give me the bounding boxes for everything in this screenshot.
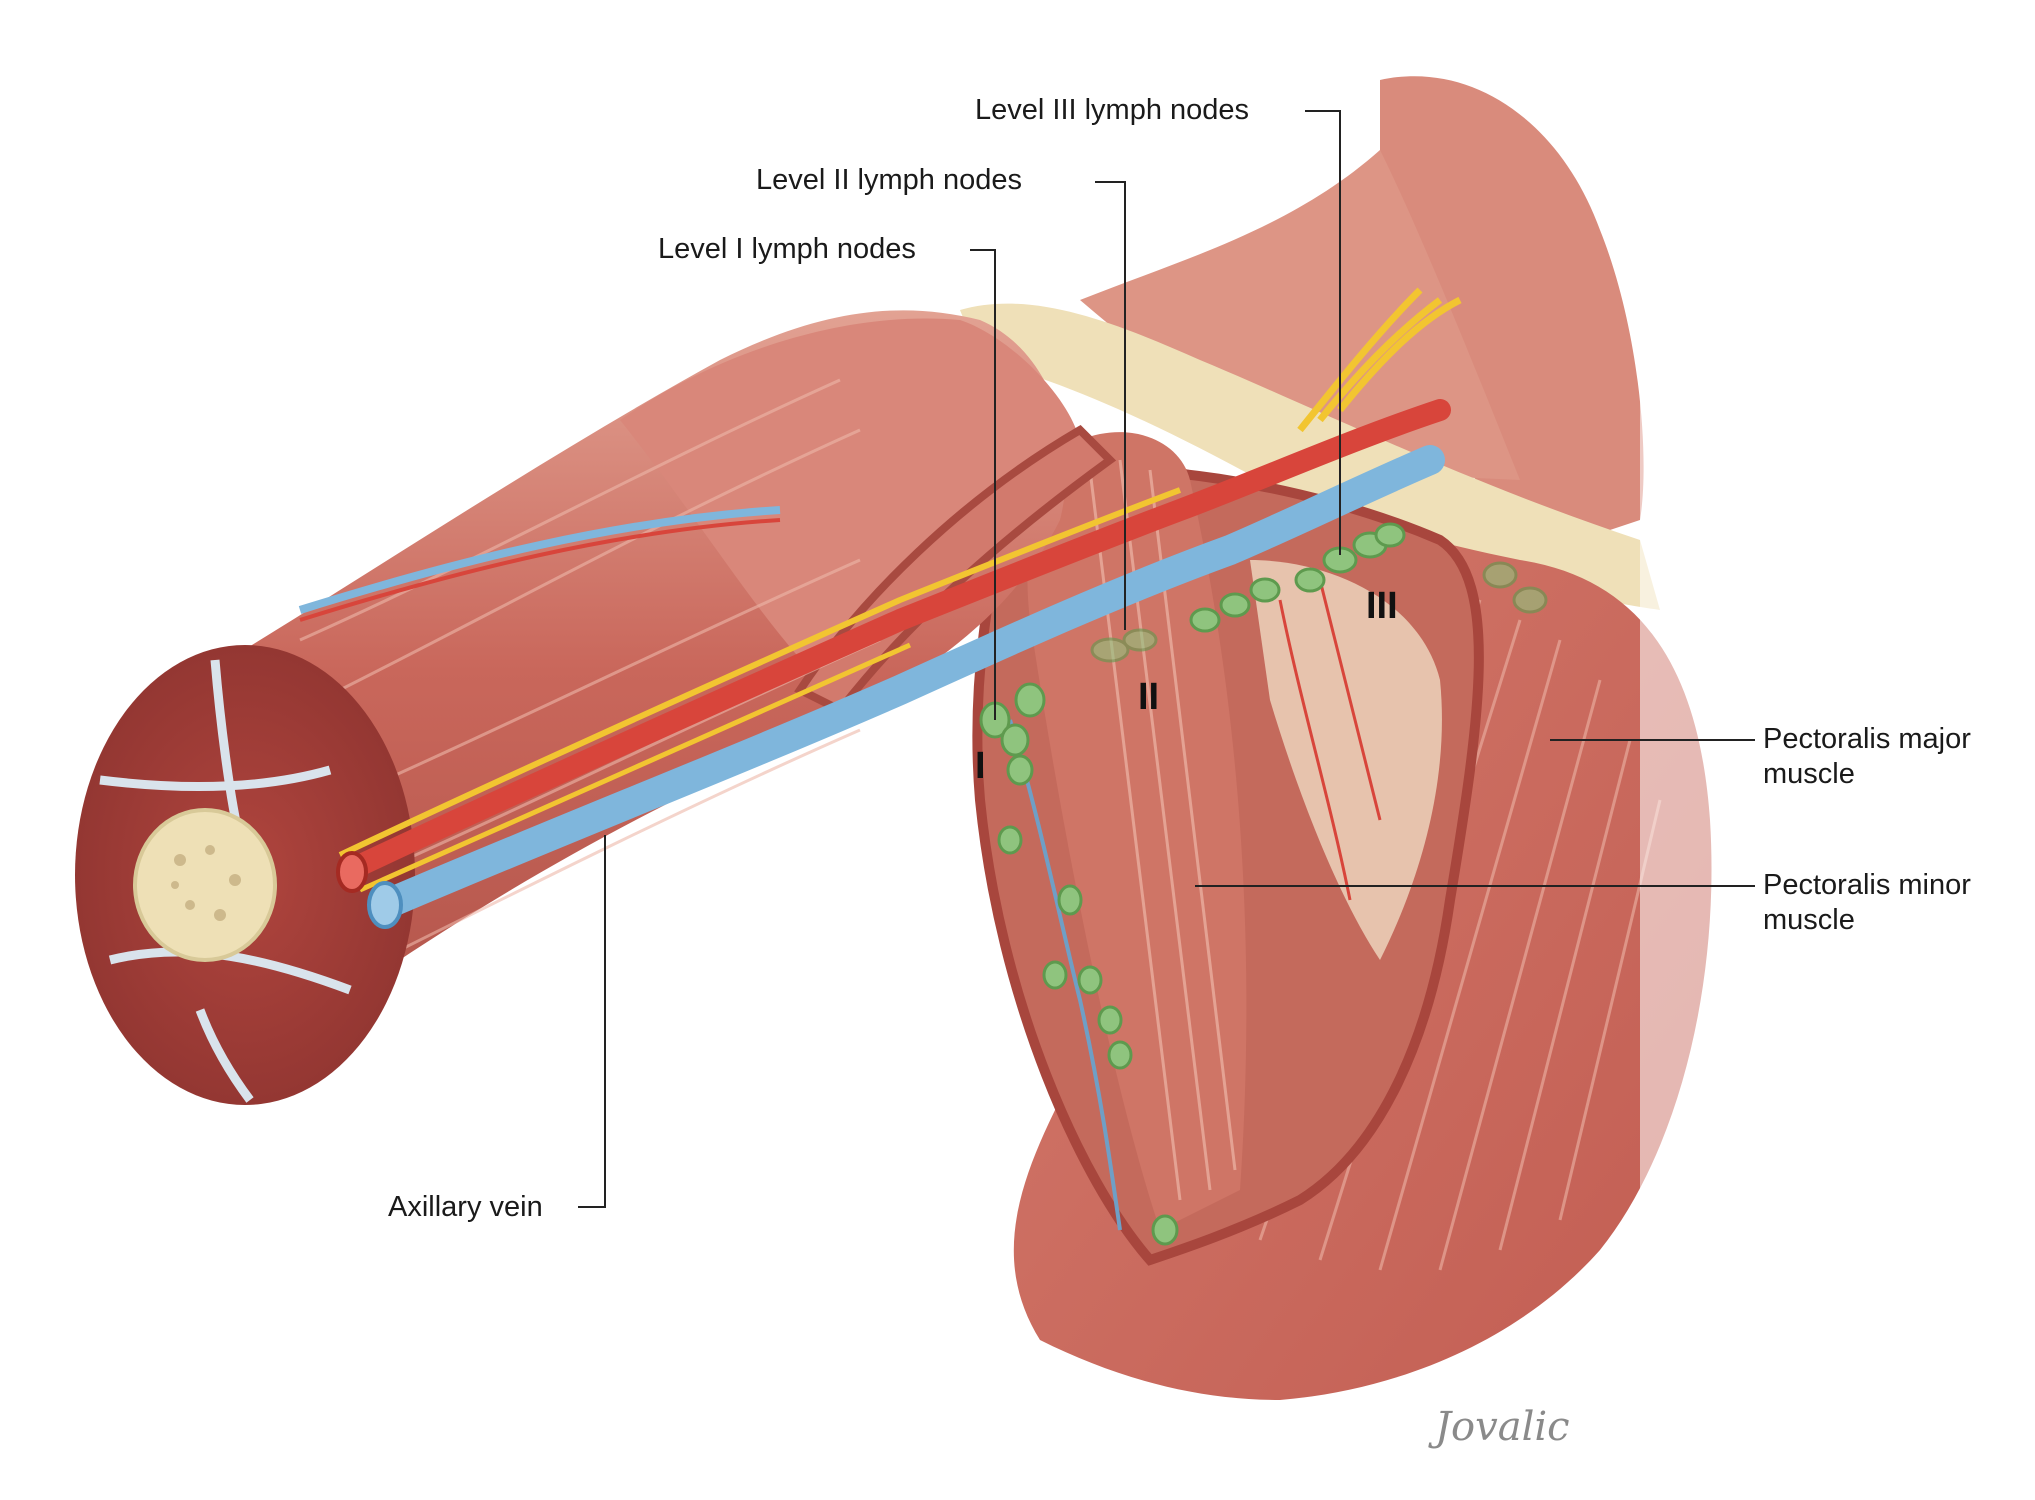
label-level3-lymph-nodes: Level III lymph nodes <box>975 94 1250 126</box>
label-pectoralis-minor: Pectoralis minor muscle <box>1763 868 1971 939</box>
humerus-bone <box>133 808 277 962</box>
leader-level1 <box>970 249 996 720</box>
level-marker-2: II <box>1138 676 1160 718</box>
level-marker-1: I <box>975 745 986 787</box>
axillary-nerve <box>338 487 1182 858</box>
label-pectoralis-major-line2: muscle <box>1763 758 1855 791</box>
bone-marrow-texture <box>171 845 241 921</box>
label-pectoralis-major: Pectoralis major muscle <box>1763 722 1971 793</box>
label-pectoralis-minor-line2: muscle <box>1763 904 1855 937</box>
leader-axillary-vein <box>578 835 606 1208</box>
leader-lines <box>578 110 1755 1208</box>
axillary-nerve-2 <box>358 642 912 893</box>
label-axillary-vein: Axillary vein <box>388 1191 543 1223</box>
level-marker-3: III <box>1366 585 1398 627</box>
lymph-nodes-level-2 <box>1090 628 1158 663</box>
label-level2-lymph-nodes: Level II lymph nodes <box>756 164 1022 196</box>
cephalic-vessels <box>298 506 781 614</box>
lymphatic-vessel <box>1008 719 1122 1231</box>
label-pectoralis-minor-line1: Pectoralis minor <box>1763 869 1971 901</box>
axillary-vein <box>370 445 1445 920</box>
label-pectoralis-major-line1: Pectoralis major <box>1763 723 1971 755</box>
thoracic-vessels <box>1278 579 1382 901</box>
leader-level2 <box>1095 181 1126 630</box>
vein-cut-end <box>367 881 403 929</box>
deltoid-muscle <box>620 318 1081 680</box>
leader-level3 <box>1305 110 1341 555</box>
chest-wall <box>1250 560 1442 960</box>
brachial-plexus <box>1297 287 1462 433</box>
axillary-artery <box>339 399 1451 881</box>
artist-signature: Jovalic <box>1428 1404 1570 1450</box>
trapezius-muscle <box>1080 150 1520 480</box>
neck-muscle <box>1380 76 1644 561</box>
label-level1-lymph-nodes: Level I lymph nodes <box>658 233 916 265</box>
lymph-nodes-level-1 <box>979 682 1179 1246</box>
artery-cut-end <box>336 851 368 893</box>
lymph-nodes-level-3 <box>1189 522 1548 633</box>
